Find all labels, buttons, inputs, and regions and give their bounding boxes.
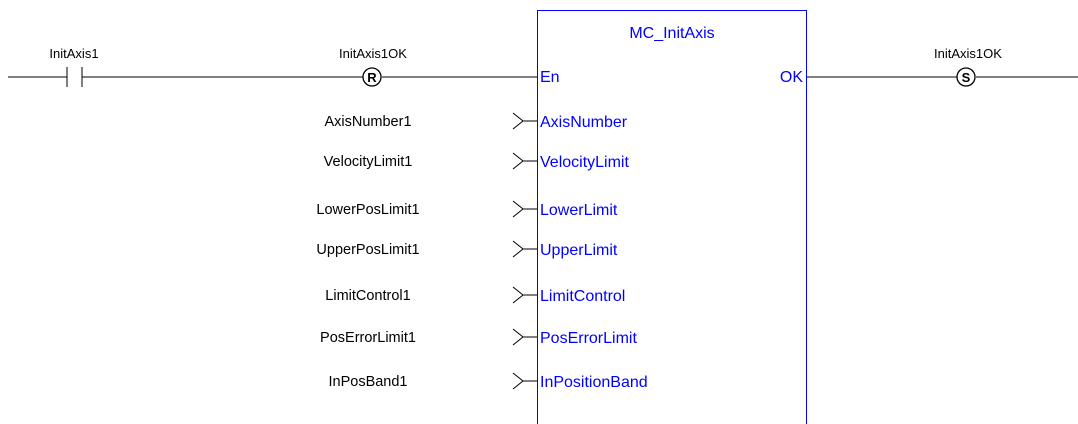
contact-variable-label: InitAxis1 bbox=[49, 46, 98, 61]
input-pin-label: InPositionBand bbox=[540, 374, 648, 391]
input-variable: AxisNumber1 bbox=[324, 114, 411, 130]
input-pin-label: LowerLimit bbox=[540, 202, 618, 219]
input-pin-label: PosErrorLimit bbox=[540, 330, 637, 347]
input-variable: LimitControl1 bbox=[325, 288, 410, 304]
input-row[interactable]: VelocityLimit1 VelocityLimit bbox=[324, 152, 630, 171]
input-connector bbox=[512, 112, 537, 130]
input-row[interactable]: UpperPosLimit1 UpperLimit bbox=[316, 240, 618, 259]
input-variable: PosErrorLimit1 bbox=[320, 330, 416, 346]
reset-coil-variable-label: InitAxis1OK bbox=[339, 46, 407, 61]
input-row[interactable]: LowerPosLimit1 LowerLimit bbox=[316, 200, 618, 219]
contact-initaxis1[interactable]: InitAxis1 bbox=[49, 46, 99, 87]
input-row[interactable]: InPosBand1 InPositionBand bbox=[328, 372, 648, 391]
pin-ok: OK bbox=[780, 69, 803, 86]
function-block-mc-initaxis[interactable]: MC_InitAxis En OK bbox=[537, 10, 807, 424]
input-variable: UpperPosLimit1 bbox=[316, 242, 419, 258]
input-variable: InPosBand1 bbox=[328, 374, 407, 390]
input-pin-label: VelocityLimit bbox=[540, 154, 629, 171]
input-row[interactable]: LimitControl1 LimitControl bbox=[325, 286, 625, 305]
input-connector bbox=[512, 286, 537, 304]
input-variable: VelocityLimit1 bbox=[324, 154, 413, 170]
input-row[interactable]: PosErrorLimit1 PosErrorLimit bbox=[320, 328, 637, 347]
input-connector bbox=[512, 200, 537, 218]
input-variable: LowerPosLimit1 bbox=[316, 202, 419, 218]
block-title: MC_InitAxis bbox=[629, 25, 714, 42]
input-connector bbox=[512, 152, 537, 170]
input-pin-label: UpperLimit bbox=[540, 242, 618, 259]
set-coil[interactable]: S InitAxis1OK bbox=[934, 46, 1002, 87]
input-connector bbox=[512, 328, 537, 346]
reset-coil-circle bbox=[362, 67, 382, 87]
input-pin-label: LimitControl bbox=[540, 288, 625, 305]
set-coil-letter: S bbox=[962, 70, 971, 85]
set-coil-circle bbox=[956, 67, 976, 87]
input-connector bbox=[512, 240, 537, 258]
block-border bbox=[537, 10, 807, 424]
reset-coil-letter: R bbox=[367, 70, 377, 85]
input-row[interactable]: AxisNumber1 AxisNumber bbox=[324, 112, 628, 131]
pin-en: En bbox=[540, 69, 560, 86]
input-pin-label: AxisNumber bbox=[540, 114, 628, 131]
input-connector bbox=[512, 372, 537, 390]
reset-coil[interactable]: R InitAxis1OK bbox=[339, 46, 407, 87]
set-coil-variable-label: InitAxis1OK bbox=[934, 46, 1002, 61]
